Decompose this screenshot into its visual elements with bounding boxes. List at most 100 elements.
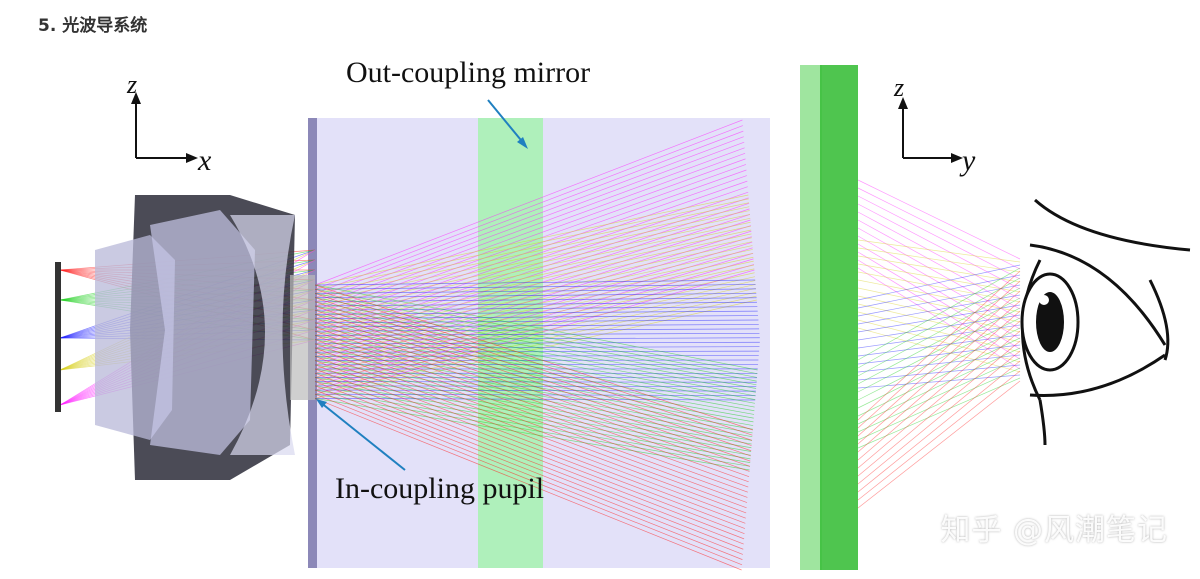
eye-ray (857, 290, 1021, 437)
in-coupling-arrowhead (316, 399, 327, 408)
pupil-highlight (1039, 295, 1049, 305)
lens-element-2 (150, 210, 255, 455)
eye-ray (857, 304, 1021, 333)
display-panel (55, 262, 61, 412)
section-heading: 5. 光波导系统 (38, 16, 148, 36)
eye-ray (857, 347, 1021, 425)
waveguide-ray (314, 292, 757, 298)
waveguide-ray (314, 356, 753, 434)
cheek-line (1038, 399, 1047, 446)
waveguide-ray (314, 252, 754, 387)
eye-ray (857, 251, 1021, 350)
waveguide-ray (314, 293, 758, 378)
waveguide-ray (314, 198, 749, 290)
eye-ray (857, 317, 1021, 401)
waveguide-ray (314, 339, 754, 419)
lower-eyelid (1029, 353, 1166, 397)
waveguide-ray (314, 293, 753, 441)
right-axes (898, 97, 963, 163)
waveguide-ray (314, 301, 757, 386)
waveguide-ray (314, 389, 751, 463)
eye-ray (857, 344, 1021, 365)
right-axis-z-label: z (893, 73, 904, 102)
waveguide-ray (314, 288, 758, 375)
eye-ray (857, 340, 1021, 477)
waveguide-ray (314, 202, 750, 294)
waveguide-ray (314, 398, 750, 471)
eye-ray (857, 380, 1021, 509)
eye-ray (857, 284, 1021, 317)
waveguide-ray (314, 356, 746, 519)
upper-eyelid (1029, 243, 1167, 346)
waveguide-ray (314, 389, 743, 560)
waveguide-ray (314, 214, 751, 307)
waveguide-ray (314, 318, 750, 472)
eye-ray (857, 374, 1021, 389)
eye-ray (857, 287, 1021, 377)
waveguide-ray (314, 186, 748, 336)
eye-ray (857, 297, 1021, 385)
waveguide-ray (314, 381, 751, 456)
waveguide-ray (314, 341, 760, 345)
eye-ray (857, 327, 1021, 373)
waveguide-ray (314, 398, 742, 571)
eye-ray (857, 370, 1021, 501)
right-axis-y-label: y (959, 144, 976, 177)
projector-lens-group (55, 195, 315, 480)
waveguide-ray (314, 284, 758, 371)
waveguide-ray (314, 305, 751, 457)
waveguide-ray (314, 364, 753, 441)
waveguide-ray (314, 343, 748, 503)
waveguide-ray (314, 279, 756, 286)
eye-ray (857, 239, 1021, 263)
waveguide-ray (314, 301, 752, 452)
lens-element-3 (230, 215, 295, 455)
eye-ray (857, 195, 1021, 280)
eye-ray (857, 287, 1021, 323)
eye-ray (857, 303, 1021, 343)
out-coupling-arrowhead (517, 137, 528, 149)
waveguide-ray (314, 206, 750, 298)
waveguide-ray (314, 328, 760, 332)
waveguide-ray (314, 326, 749, 483)
eye-ray (857, 279, 1021, 313)
pupil (1036, 292, 1064, 352)
eye-ray (857, 364, 1021, 381)
waveguide-ray (314, 381, 744, 550)
waveguide-ray (314, 318, 756, 400)
waveguide-ray (314, 284, 756, 290)
waveguide-ray (314, 330, 749, 488)
eye-ray (857, 270, 1021, 421)
left-axis-x-label: x (197, 144, 212, 177)
waveguide-ray (314, 284, 753, 431)
left-axes (131, 92, 198, 163)
eye-ray (857, 267, 1021, 361)
waveguide-ray (314, 347, 754, 426)
eye-ray (857, 243, 1021, 340)
eye-ray (857, 267, 1021, 370)
eye-ray (857, 367, 1021, 441)
waveguide-ray (314, 339, 748, 498)
eye-ray (857, 280, 1021, 429)
eye-ray (857, 264, 1021, 301)
in-coupling-pointer (319, 401, 406, 471)
eye-ray (857, 271, 1021, 303)
waveguide-ray (314, 305, 757, 389)
eye-ray (857, 354, 1021, 373)
eyepiece-plate-dark (820, 65, 858, 570)
eye-ray (857, 274, 1021, 309)
eye-ray (857, 324, 1021, 349)
eye-ray (857, 294, 1021, 325)
eye-ray (857, 179, 1021, 260)
waveguide-ray (314, 214, 751, 357)
eye-ray (857, 235, 1021, 330)
waveguide-ray (314, 301, 757, 307)
eyepiece-plate-light (800, 65, 822, 570)
waveguide-ray (314, 393, 750, 467)
eye-ray (857, 255, 1021, 283)
eye-ray (857, 259, 1021, 360)
waveguide-ray (314, 368, 745, 535)
waveguide-ray (314, 241, 753, 378)
waveguide-ray (314, 332, 760, 336)
